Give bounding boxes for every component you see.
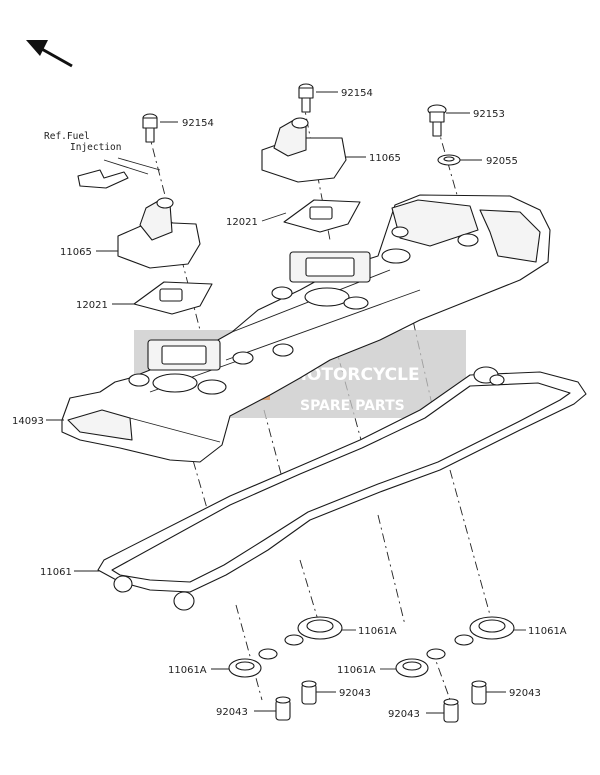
label-12021-left: 12021 (76, 300, 108, 311)
front-arrow-icon (26, 40, 73, 68)
washer-92055 (437, 154, 461, 166)
bolt-92154-center (298, 83, 314, 113)
label-14093: 14093 (12, 416, 44, 427)
label-92154-center: 92154 (341, 88, 373, 99)
label-92154-left: 92154 (182, 118, 214, 129)
collar-92043-right-mid (471, 680, 487, 705)
ref-note-line1: Ref.Fuel (44, 131, 90, 142)
gasket-11061A-right-top (469, 616, 515, 640)
reference-note: Ref.Fuel Injection (44, 131, 121, 153)
cylinder-head-cover (61, 194, 551, 463)
label-92043-right-mid: 92043 (509, 688, 541, 699)
ref-note-line2: Injection (70, 142, 121, 153)
collar-92043-left-bottom (275, 696, 291, 721)
label-11061A-left-top: 11061A (358, 626, 397, 637)
label-92055: 92055 (486, 156, 518, 167)
collar-92043-left-mid (301, 680, 317, 705)
gasket-11061A-left-bottom (228, 634, 304, 678)
fuel-injection-bracket (77, 169, 129, 189)
coil-cover-right (261, 117, 347, 183)
bolt-92154-left (142, 113, 158, 143)
label-92043-left-mid: 92043 (339, 688, 371, 699)
leader-lines (46, 91, 526, 714)
gasket-11061A-left-top (297, 616, 343, 640)
collar-92043-right-bottom (443, 698, 459, 723)
label-11061: 11061 (40, 567, 72, 578)
gasket-11061A-right-bottom (395, 634, 474, 678)
watermark-line2: SPARE PARTS (300, 398, 405, 414)
cover-gasket (97, 366, 587, 611)
label-11061A-left-bottom: 11061A (168, 665, 207, 676)
label-92153: 92153 (473, 109, 505, 120)
watermark-line1: MOTORCYCLE (290, 365, 420, 385)
label-11061A-mid: 11061A (337, 665, 376, 676)
label-11061A-right: 11061A (528, 626, 567, 637)
coil-cover-left (117, 197, 201, 269)
gasket-12021-right (283, 199, 361, 233)
gasket-12021-left (133, 281, 213, 315)
label-11065-right: 11065 (369, 153, 401, 164)
label-11065-left: 11065 (60, 247, 92, 258)
label-92043-left-bottom: 92043 (216, 707, 248, 718)
bolt-92153 (427, 104, 447, 137)
part-labels: 92154 92154 92153 92055 11065 11065 1202… (12, 88, 567, 720)
label-92043-right-bottom: 92043 (388, 709, 420, 720)
label-12021-right: 12021 (226, 217, 258, 228)
